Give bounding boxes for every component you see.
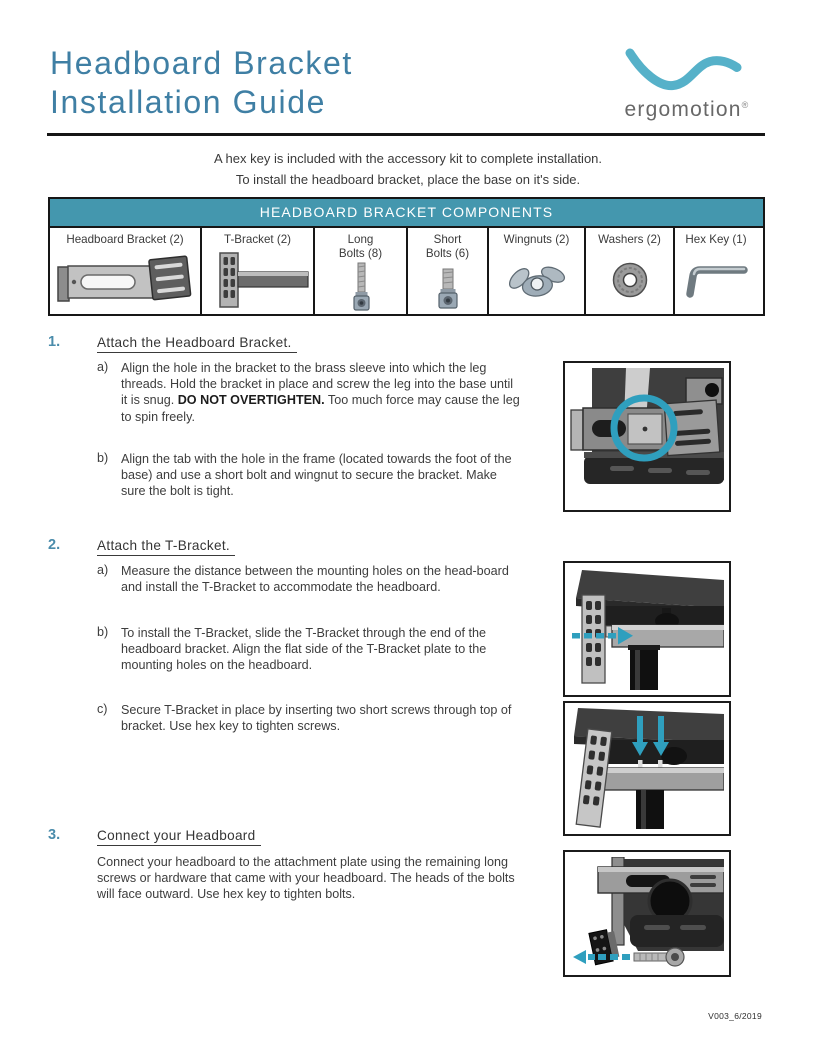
intro-line-1: A hex key is included with the accessory… xyxy=(213,151,603,166)
step-item-label: a) xyxy=(97,563,109,577)
component-short-bolts: Short Bolts (6) xyxy=(406,228,487,314)
step-3-title: Connect your Headboard xyxy=(97,828,261,846)
components-table-body: Headboard Bracket (2) xyxy=(50,228,763,314)
component-label: Long Bolts (8) xyxy=(338,233,383,260)
component-label: Short Bolts (6) xyxy=(425,233,470,260)
step-2-item-a: a) Measure the distance between the moun… xyxy=(97,563,521,595)
step-item-text: Measure the distance between the mountin… xyxy=(121,564,509,595)
component-label: Headboard Bracket (2) xyxy=(66,233,184,246)
component-label: Wingnuts (2) xyxy=(503,233,570,246)
step-3-body: Connect your headboard to the attachment… xyxy=(97,855,515,902)
component-t-bracket: T-Bracket (2) xyxy=(200,228,313,314)
headboard-bracket-icon xyxy=(50,247,200,315)
figure-step1-photo xyxy=(563,361,731,512)
step-2-title: Attach the T-Bracket. xyxy=(97,538,235,556)
component-label: T-Bracket (2) xyxy=(224,233,291,246)
step-item-label: b) xyxy=(97,451,109,465)
components-table-header: HEADBOARD BRACKET COMPONENTS xyxy=(50,199,763,228)
component-label: Hex Key (1) xyxy=(685,233,747,246)
slide-arrow-icon xyxy=(572,627,633,645)
step-3-number: 3. xyxy=(48,827,61,843)
step-1-title: Attach the Headboard Bracket. xyxy=(97,335,297,353)
header-divider xyxy=(47,133,765,136)
insert-arrows-icon xyxy=(632,716,669,756)
component-long-bolts: Long Bolts (8) xyxy=(313,228,406,314)
hex-key-icon xyxy=(675,247,757,315)
washer-icon xyxy=(586,247,673,315)
components-table: HEADBOARD BRACKET COMPONENTS Headboard B… xyxy=(48,197,765,316)
component-wingnuts: Wingnuts (2) xyxy=(487,228,584,314)
highlight-circle-icon xyxy=(610,394,678,462)
t-bracket-icon xyxy=(202,247,313,315)
short-bolt-icon xyxy=(408,260,487,314)
page-title-line2: Installation Guide xyxy=(50,84,327,120)
step-item-label: b) xyxy=(97,625,109,639)
intro-text: A hex key is included with the accessory… xyxy=(0,149,816,190)
figure-step2c-photo xyxy=(563,701,731,836)
figure-step3-photo xyxy=(563,850,731,977)
step-item-label: a) xyxy=(97,360,109,374)
step-item-text: Align the tab with the hole in the frame… xyxy=(121,452,512,499)
brand-text: ergomotion® xyxy=(624,98,750,121)
step-item-text: Secure T-Bracket in place by inserting t… xyxy=(121,703,512,734)
step-1-item-a: a) Align the hole in the bracket to the … xyxy=(97,360,521,425)
long-bolt-icon xyxy=(315,260,406,314)
step-2-item-b: b) To install the T-Bracket, slide the T… xyxy=(97,625,521,674)
page-title-line1: Headboard Bracket xyxy=(50,45,353,81)
component-hex-key: Hex Key (1) xyxy=(673,228,757,314)
intro-line-2: To install the headboard bracket, place … xyxy=(235,171,581,187)
step-1-item-b: b) Align the tab with the hole in the fr… xyxy=(97,451,521,500)
wingnut-icon xyxy=(489,247,584,315)
step-item-label: c) xyxy=(97,702,108,716)
attach-arrow-icon xyxy=(573,950,630,964)
step-2-item-c: c) Secure T-Bracket in place by insertin… xyxy=(97,702,521,734)
component-label: Washers (2) xyxy=(598,233,661,246)
step-item-text: To install the T-Bracket, slide the T-Br… xyxy=(121,626,487,673)
page-title: Headboard Bracket Installation Guide xyxy=(50,44,353,122)
component-washers: Washers (2) xyxy=(584,228,673,314)
step-2-number: 2. xyxy=(48,537,61,553)
footer-version: V003_6/2019 xyxy=(708,1011,762,1021)
bolt-icon xyxy=(633,947,685,967)
step-1-number: 1. xyxy=(48,334,61,350)
figure-step2b-photo xyxy=(563,561,731,697)
component-headboard-bracket: Headboard Bracket (2) xyxy=(50,228,200,314)
brand-logo: ergomotion® xyxy=(612,46,762,122)
logo-wave-icon xyxy=(625,48,742,91)
step-item-text: Align the hole in the bracket to the bra… xyxy=(121,361,520,424)
registered-mark: ® xyxy=(741,100,750,110)
